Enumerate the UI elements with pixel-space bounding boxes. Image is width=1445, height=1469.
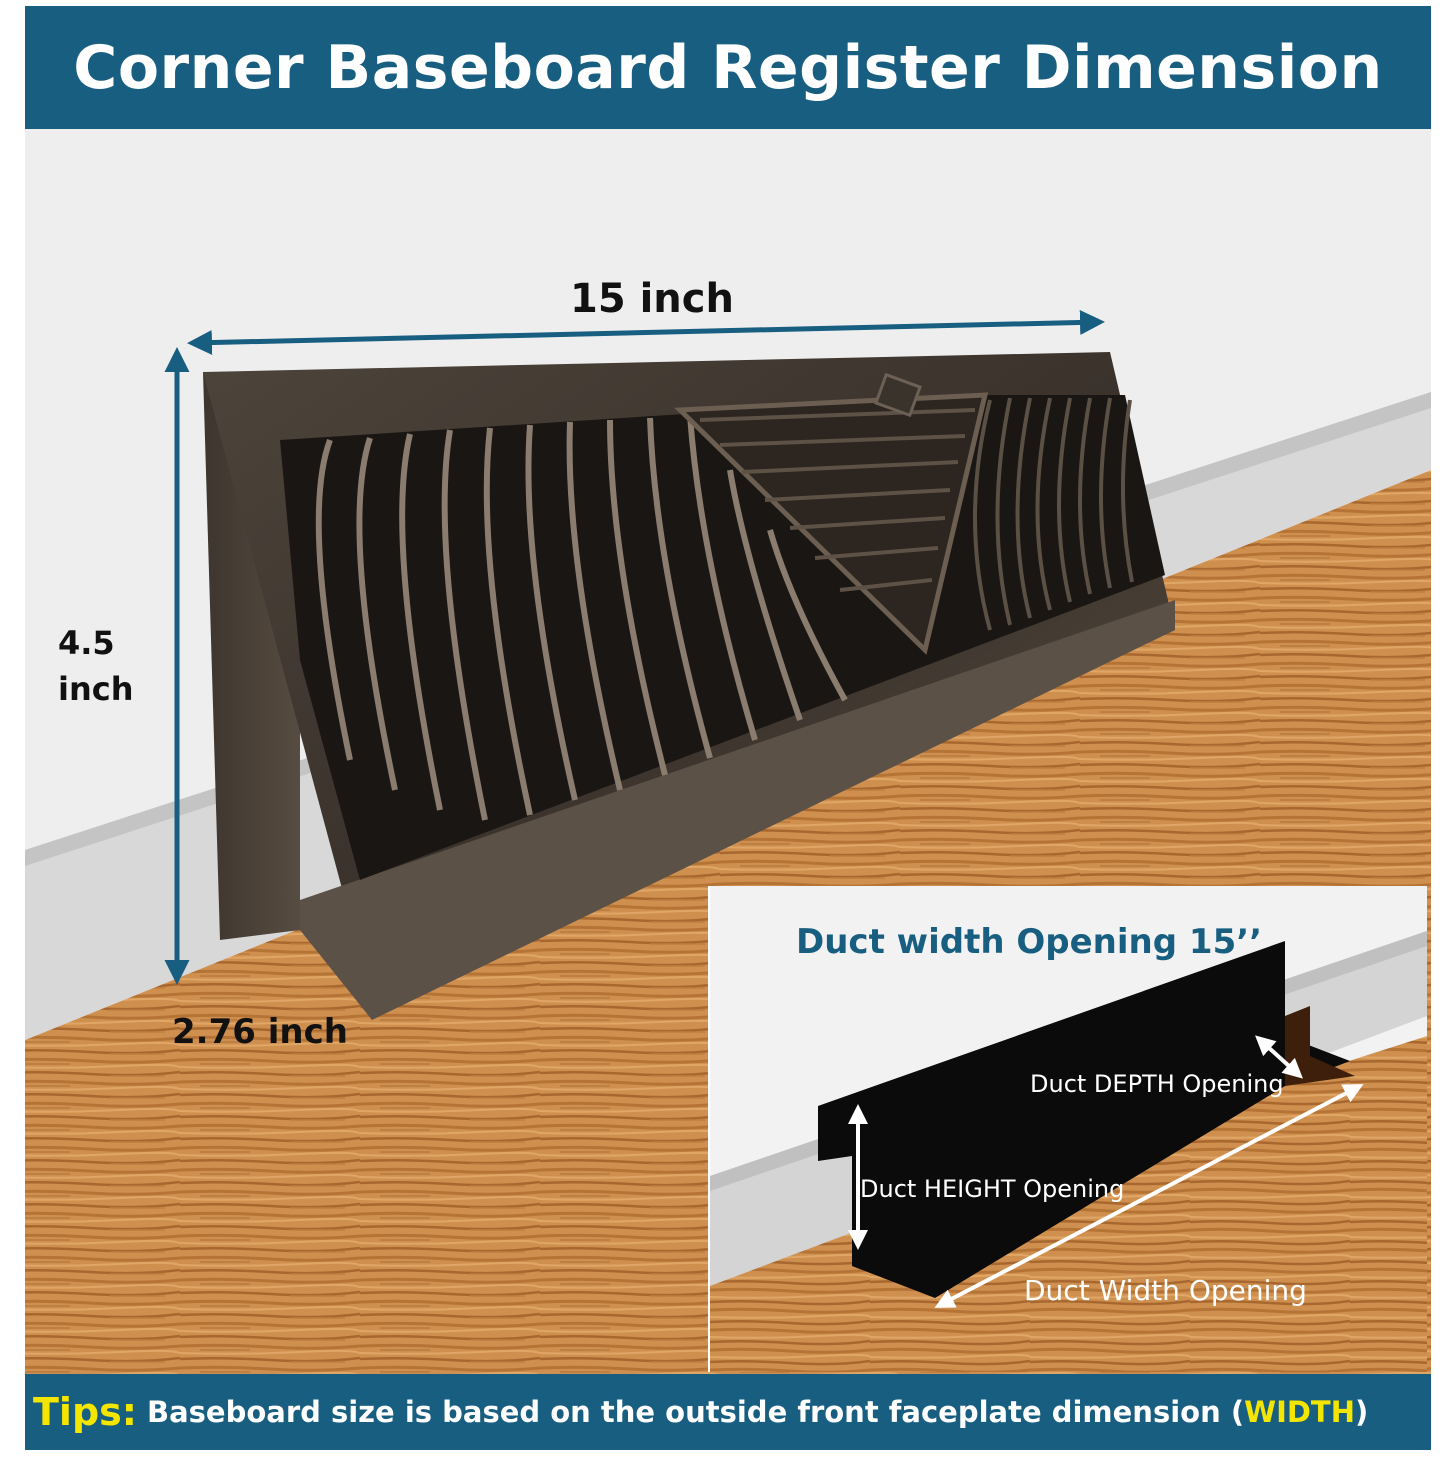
height-dimension-label-unit: inch [58,670,134,708]
title-banner: Corner Baseboard Register Dimension [25,6,1431,129]
duct-width-heading: Duct width Opening 15’’ [796,922,1263,962]
register-bottom-lip [300,600,1175,1020]
tips-text: Baseboard size is based on the outside f… [147,1395,1368,1429]
register-deflector [674,392,989,655]
duct-opening-inset [708,886,1427,1372]
duct-diagram [710,931,1427,1372]
duct-height-label: Duct HEIGHT Opening [860,1175,1125,1203]
duct-depth-arrow [1255,1035,1303,1079]
tips-text-before: Baseboard size is based on the outside f… [146,1395,1245,1429]
register-fins-right [973,397,1134,631]
tips-text-after: ) [1354,1395,1369,1429]
height-dimension-label-value: 4.5 [58,624,115,662]
tips-highlight: WIDTH [1244,1395,1355,1429]
depth-dimension-label: 2.76 inch [172,1012,348,1052]
damper-lever [874,372,922,418]
register-fins-left [315,414,848,821]
duct-depth-label: Duct DEPTH Opening [1030,1070,1284,1098]
duct-width-label: Duct Width Opening [1024,1274,1307,1307]
page-title: Corner Baseboard Register Dimension [73,32,1383,103]
tips-label: Tips: [33,1390,137,1434]
tips-banner: Tips: Baseboard size is based on the out… [25,1374,1431,1450]
width-arrow [187,309,1105,356]
duct-width-arrow [934,1084,1364,1308]
width-dimension-label: 15 inch [570,276,734,322]
